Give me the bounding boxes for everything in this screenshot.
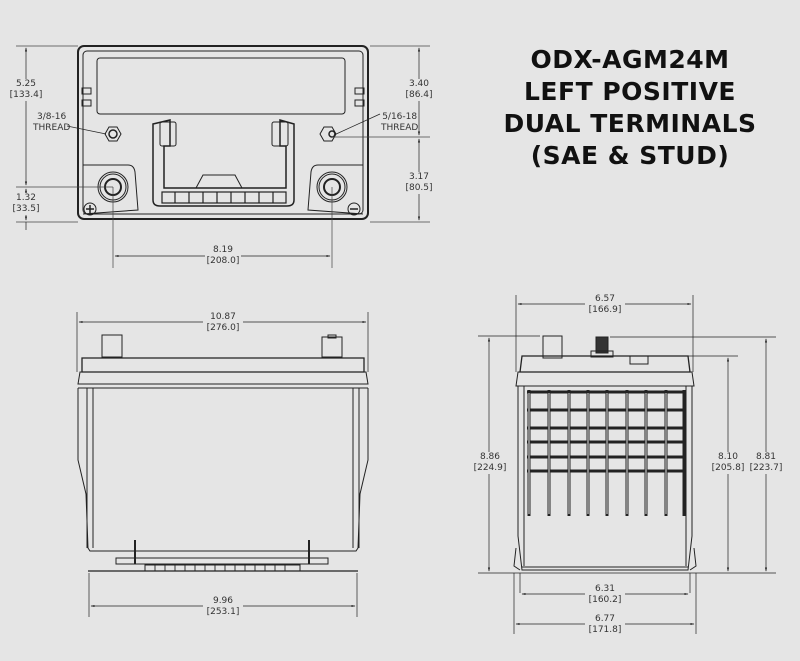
thread-note-right: 5/16-18 THREAD — [381, 112, 419, 133]
terminal-type-label: DUAL TERMINALS — [503, 109, 757, 138]
dim-terminal-spacing: 8.19 [208.0] — [205, 245, 241, 267]
front-view — [76, 312, 369, 617]
plus-sign-icon — [83, 202, 97, 216]
thread-nut-left-icon — [104, 126, 122, 142]
dim-side-height-terminal: 8.86 [224.9] — [472, 452, 508, 474]
thread-note-left: 3/8-16 THREAD — [33, 112, 71, 133]
minus-sign-icon — [347, 202, 361, 216]
dim-front-top-width: 10.87 [276.0] — [203, 312, 243, 334]
dim-top-terminal-height: 1.32 [33.5] — [8, 193, 44, 215]
polarity-label: LEFT POSITIVE — [523, 77, 736, 106]
model-name: ODX-AGM24M — [530, 45, 730, 74]
dim-side-bottom-outer: 6.77 [171.8] — [585, 614, 625, 636]
dim-side-top-width: 6.57 [166.9] — [585, 294, 625, 316]
title-block: ODX-AGM24M LEFT POSITIVE DUAL TERMINALS … — [480, 44, 780, 172]
dim-side-height-stud: 8.81 [223.7] — [748, 452, 784, 474]
top-view — [16, 45, 430, 268]
thread-nut-right-icon — [319, 126, 337, 142]
dim-front-bottom-width: 9.96 [253.1] — [203, 596, 243, 618]
dim-side-bottom-inner: 6.31 [160.2] — [585, 584, 625, 606]
dim-top-right-upper: 3.40 [86.4] — [401, 79, 437, 101]
dim-top-height-total: 5.25 [133.4] — [8, 79, 44, 101]
dim-top-right-lower: 3.17 [80.5] — [401, 172, 437, 194]
dim-side-height-case: 8.10 [205.8] — [710, 452, 746, 474]
terminal-detail-label: (SAE & STUD) — [530, 141, 730, 170]
